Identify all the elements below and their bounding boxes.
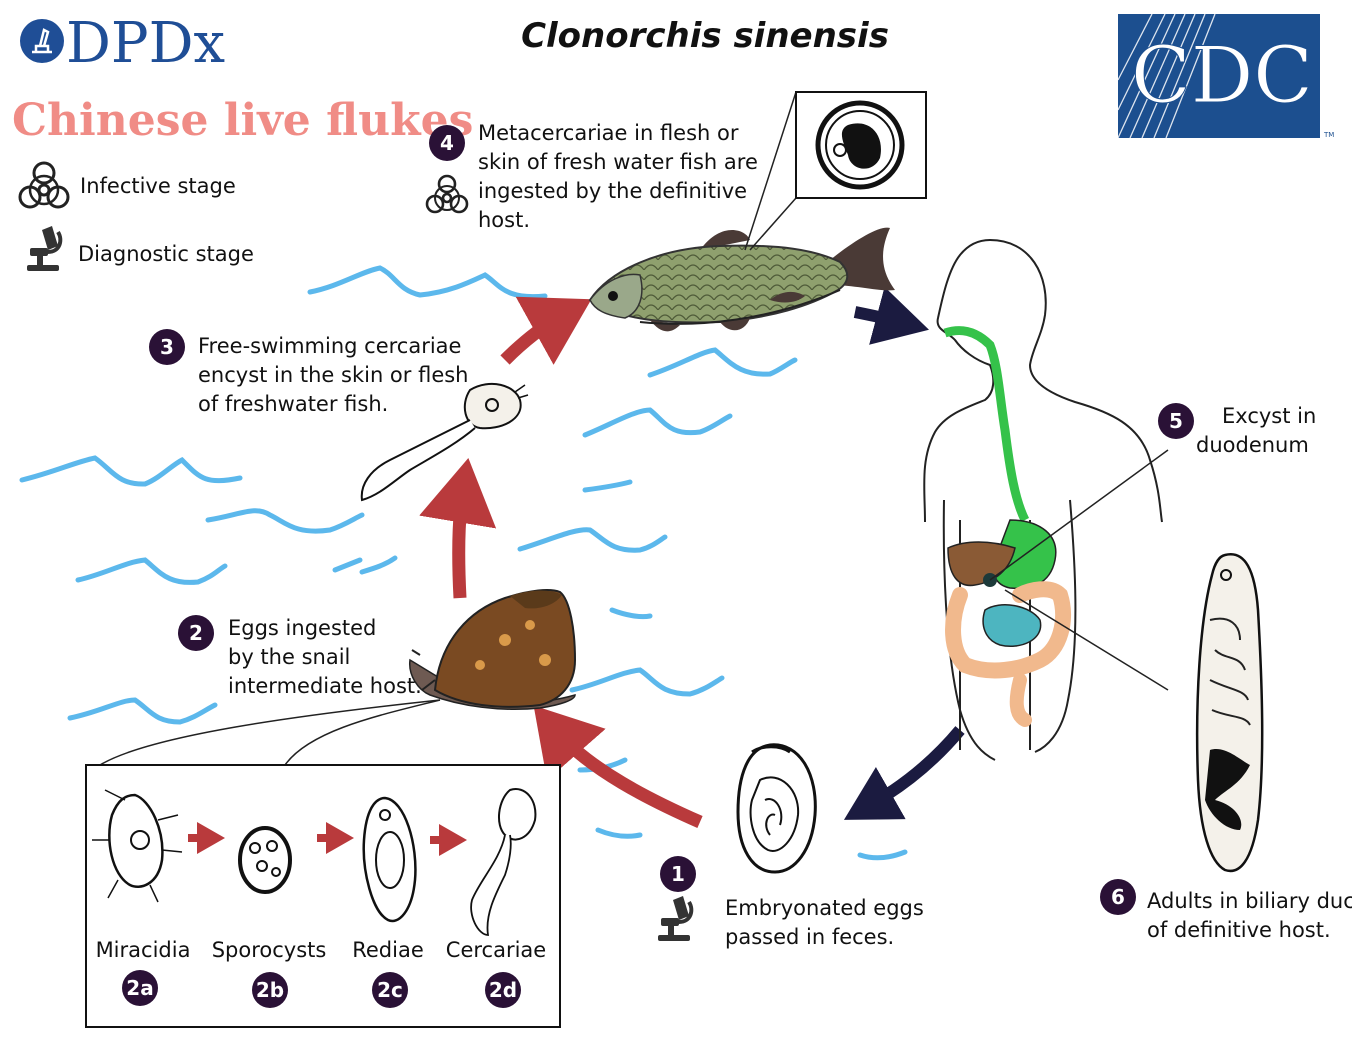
substage-num-2a: 2a (126, 976, 153, 1000)
snail (409, 589, 577, 710)
diagram-title: Clonorchis sinensis (521, 16, 889, 56)
step-4-line-3: ingested by the definitive (478, 179, 747, 203)
step-5-number: 5 (1169, 409, 1183, 433)
freshwater-fish (588, 227, 895, 332)
step-5-line-1: Excyst in (1222, 404, 1316, 428)
legend: Infective stage Diagnostic stage (18, 161, 254, 271)
arrow-fish-to-human (853, 286, 929, 345)
cercariae-drawing (470, 788, 537, 936)
substage-label-2a: Miracidia (96, 938, 191, 962)
redia-drawing (362, 796, 417, 923)
step-6-line-1: Adults in biliary duct (1147, 889, 1352, 913)
human-host (923, 239, 1169, 761)
step-1-line-1: Embryonated eggs (725, 896, 924, 920)
step-6-line-2: of definitive host. (1147, 918, 1331, 942)
dpdx-logo-text: DPDx (66, 11, 225, 76)
cdc-logo: CDC TM (1117, 13, 1334, 139)
adult-fluke (1195, 553, 1264, 873)
arrow-snail-to-cercaria (419, 457, 497, 599)
substage-label-2c: Rediae (352, 938, 424, 962)
microscope-icon (658, 896, 694, 941)
biohazard-icon (425, 174, 469, 214)
dpdx-logo: DPDx (20, 11, 225, 76)
step-1-line-2: passed in feces. (725, 925, 894, 949)
metacercaria-inset (744, 91, 927, 251)
step-5-line-2: duodenum (1196, 433, 1309, 457)
step-3-line-2: encyst in the skin or flesh (198, 363, 469, 387)
step-6: 6 Adults in biliary duct of definitive h… (1100, 879, 1352, 942)
step-4: 4 Metacercariae in flesh or skin of fres… (425, 121, 758, 232)
step-4-line-1: Metacercariae in flesh or (478, 121, 739, 145)
step-2-number: 2 (189, 621, 203, 645)
arrow-eggs-to-snail (533, 705, 703, 828)
substage-badge-2c: 2c (372, 972, 408, 1008)
cercaria (360, 382, 529, 502)
step-2-line-2: by the snail (228, 645, 350, 669)
arrow-human-to-eggs (843, 726, 965, 820)
biohazard-icon (18, 161, 70, 209)
substage-badge-2d: 2d (485, 972, 521, 1008)
step-3-line-3: of freshwater fish. (198, 392, 388, 416)
step-3: 3 Free-swimming cercariae encyst in the … (149, 329, 469, 416)
legend-diagnostic-label: Diagnostic stage (78, 242, 254, 266)
step-4-line-2: skin of fresh water fish are (478, 150, 758, 174)
step-2-line-1: Eggs ingested (228, 616, 376, 640)
substage-label-2b: Sporocysts (212, 938, 327, 962)
microscope-icon (27, 226, 63, 271)
step-6-number: 6 (1111, 885, 1125, 909)
step-4-line-4: host. (478, 208, 530, 232)
cdc-trademark: TM (1323, 131, 1334, 139)
inset-connectors (99, 699, 441, 766)
substage-badge-2b: 2b (252, 972, 288, 1008)
common-name: Chinese live flukes (12, 95, 473, 146)
substage-arrows (188, 822, 467, 856)
step-1: 1 Embryonated eggs passed in feces. (658, 856, 924, 949)
substage-label-2d: Cercariae (446, 938, 546, 962)
arrow-cercaria-to-fish (500, 296, 592, 365)
step-3-number: 3 (160, 335, 174, 359)
cycle-arrows (419, 286, 965, 828)
step-1-number: 1 (671, 862, 685, 886)
embryonated-egg (736, 743, 817, 874)
legend-infective-label: Infective stage (80, 174, 236, 198)
step-2-line-3: intermediate host. (228, 674, 422, 698)
sporocyst-drawing (238, 826, 292, 894)
step-2: 2 Eggs ingested by the snail intermediat… (178, 615, 422, 698)
step-5: 5 Excyst in duodenum (1158, 403, 1316, 457)
substage-num-2c: 2c (377, 978, 403, 1002)
step-4-number: 4 (440, 131, 454, 155)
step-3-line-1: Free-swimming cercariae (198, 334, 461, 358)
substage-badge-2a: 2a (122, 970, 158, 1006)
substage-num-2d: 2d (489, 978, 517, 1002)
substage-num-2b: 2b (256, 978, 284, 1002)
cdc-logo-text: CDC (1131, 31, 1313, 121)
miracidium-drawing (92, 789, 183, 903)
